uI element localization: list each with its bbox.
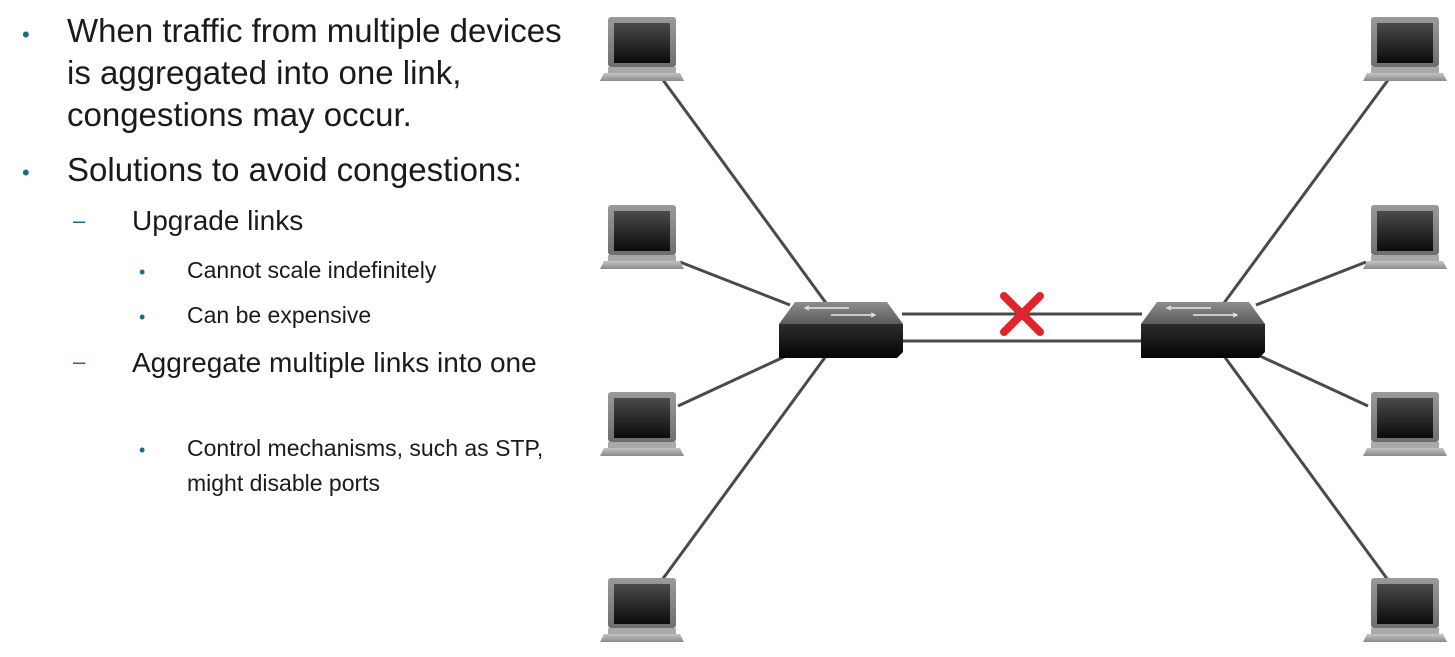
links [660, 79, 1390, 581]
laptop-icon [1363, 392, 1447, 456]
bullet-congestion: When traffic from multiple devices is ag… [67, 12, 562, 133]
switch-icon [778, 301, 904, 359]
bullet-dot: • [22, 22, 30, 47]
laptop-icon [1363, 17, 1447, 81]
sub-sub-bullet-stp: Control mechanisms, such as STP, might d… [187, 435, 544, 496]
dash-marker: – [73, 349, 86, 374]
network-diagram [600, 17, 1447, 642]
link-line [1222, 79, 1390, 304]
bullet-dot: • [139, 307, 146, 327]
link-line [677, 354, 787, 408]
bullet-dot: • [139, 262, 146, 282]
blocked-link-x-icon [1000, 292, 1044, 336]
bullet-solutions: Solutions to avoid congestions: [67, 151, 522, 188]
dash-marker: – [73, 208, 86, 233]
laptop-icon [1363, 205, 1447, 269]
link-line [660, 355, 828, 581]
bullet-dot: • [139, 440, 146, 460]
laptop-icon [600, 17, 684, 81]
link-line [679, 260, 791, 307]
sub-sub-bullet-expensive: Can be expensive [187, 302, 372, 328]
laptop-icon [600, 392, 684, 456]
laptop-icon [1363, 578, 1447, 642]
laptop-icon [600, 578, 684, 642]
sub-bullet-upgrade-links: Upgrade links [132, 205, 304, 236]
link-line [1255, 260, 1367, 307]
slide-bullets: • When traffic from multiple devices is … [0, 0, 600, 657]
sub-bullet-aggregate: Aggregate multiple links into one [132, 347, 537, 378]
switch-icon [1140, 301, 1266, 359]
laptop-icon [600, 205, 684, 269]
link-line [1259, 354, 1369, 408]
link-line [1222, 355, 1390, 581]
link-line [661, 79, 828, 304]
bullet-dot: • [22, 160, 30, 185]
sub-sub-bullet-scale: Cannot scale indefinitely [187, 257, 437, 283]
